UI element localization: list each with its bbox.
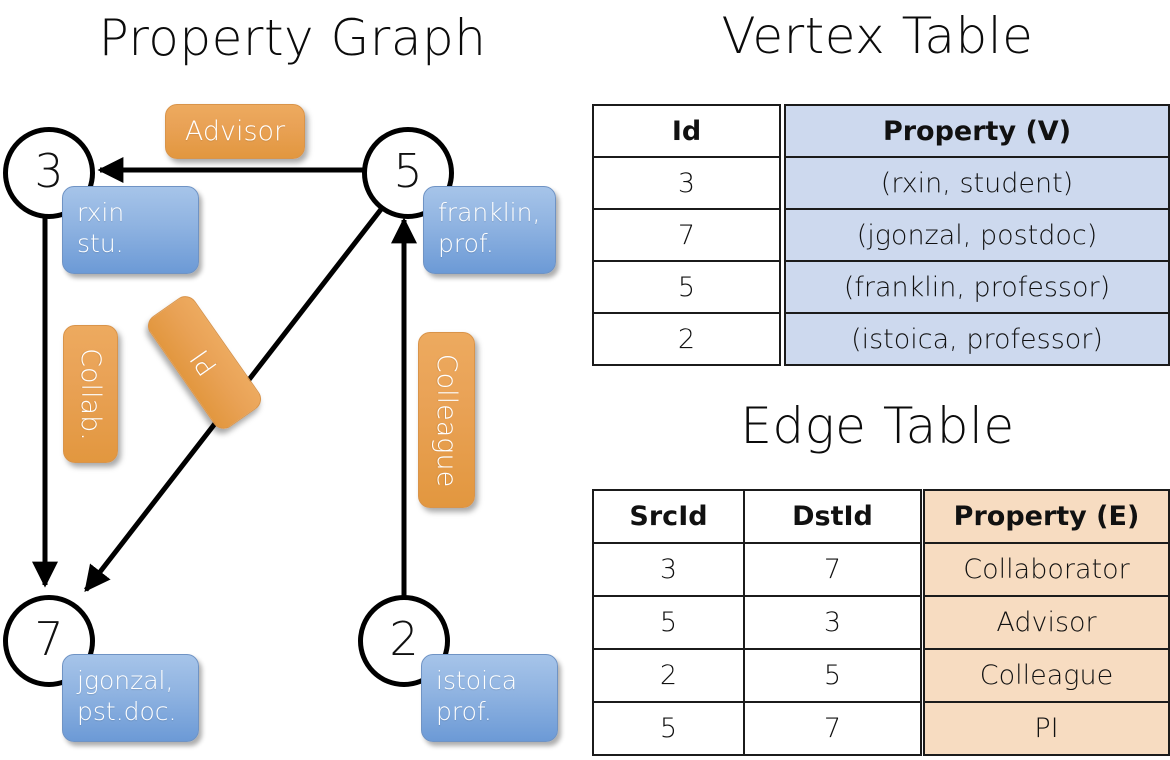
edge-label-colleague-text: Colleague [431, 353, 462, 487]
edge-row-3-dst: 7 [743, 701, 922, 756]
vertex-table-column-gap [780, 261, 785, 313]
graph-node-5-id: 5 [393, 144, 423, 198]
page-title-vertex-table: Vertex Table [721, 7, 1034, 65]
graph-node-2[interactable]: 2 [358, 595, 450, 687]
edge-row-1-dst: 3 [743, 595, 922, 650]
graph-node-2-id: 2 [389, 612, 419, 666]
edge-table-column-gap [921, 490, 924, 543]
table-row: 3 (rxin, student) [592, 156, 1170, 210]
edge-row-0-property: Collaborator [923, 542, 1170, 597]
edge-label-colleague: Colleague [418, 332, 475, 508]
graph-node-2-prop-line2: prof. [436, 697, 492, 726]
property-graph-panel: Property Graph Advisor Collab. PI Collea… [3, 9, 558, 742]
vertex-table-header-id: Id [592, 104, 781, 158]
graph-node-3-prop-line1: rxin [77, 198, 125, 227]
edge-table-column-gap [921, 649, 924, 702]
graph-node-7-property-box: jgonzal, pst.doc. [62, 654, 199, 742]
table-row: 5 (franklin, professor) [592, 260, 1170, 314]
vertex-row-0-id: 3 [592, 156, 781, 210]
graph-node-5-prop-line1: franklin, [438, 198, 541, 227]
graph-node-2-prop-line1: istoica [436, 666, 518, 695]
graph-node-7-id: 7 [34, 612, 64, 666]
edge-label-advisor-text: Advisor [184, 116, 286, 147]
edge-table-header-row: SrcId DstId Property (E) [592, 489, 1170, 544]
edge-table-header-srcid: SrcId [592, 489, 745, 544]
vertex-table-column-gap [780, 105, 785, 157]
edge-label-advisor: Advisor [165, 104, 305, 159]
edge-table-column-gap [921, 543, 924, 596]
vertex-table-header-property: Property (V) [784, 104, 1170, 158]
vertex-row-2-id: 5 [592, 260, 781, 314]
edge-row-2-src: 2 [592, 648, 745, 703]
edge-row-2-property: Colleague [923, 648, 1170, 703]
edge-row-0-dst: 7 [743, 542, 922, 597]
vertex-row-0-property: (rxin, student) [784, 156, 1170, 210]
vertex-table-column-gap [780, 209, 785, 261]
page-title-property-graph: Property Graph [98, 9, 487, 67]
table-row: 7 (jgonzal, postdoc) [592, 208, 1170, 262]
edge-label-collab: Collab. [63, 325, 118, 463]
edge-row-1-property: Advisor [923, 595, 1170, 650]
vertex-table: Id Property (V) 3 (rxin, student) 7 (jgo… [592, 104, 1170, 366]
graph-node-5-property-box: franklin, prof. [423, 186, 556, 274]
graph-node-2-property-box: istoica prof. [421, 654, 558, 742]
vertex-table-column-gap [780, 313, 785, 365]
table-row: 5 7 PI [592, 701, 1170, 756]
vertex-row-3-id: 2 [592, 312, 781, 366]
edge-table: SrcId DstId Property (E) 3 7 Collaborato… [592, 489, 1170, 756]
edge-label-pi-text: PI [184, 343, 225, 382]
edge-table-header-property: Property (E) [923, 489, 1170, 544]
edge-label-collab-text: Collab. [75, 347, 106, 441]
edge-table-header-dstid: DstId [743, 489, 922, 544]
graph-node-3-prop-line2: stu. [77, 229, 124, 258]
table-row: 2 (istoica, professor) [592, 312, 1170, 366]
vertex-row-1-property: (jgonzal, postdoc) [784, 208, 1170, 262]
vertex-table-header-row: Id Property (V) [592, 104, 1170, 158]
edge-table-column-gap [921, 596, 924, 649]
graph-node-7-prop-line1: jgonzal, [77, 666, 174, 695]
vertex-row-3-property: (istoica, professor) [784, 312, 1170, 366]
edge-table-column-gap [921, 702, 924, 755]
graph-node-5-prop-line2: prof. [438, 229, 494, 258]
graph-node-3-property-box: rxin stu. [62, 186, 199, 274]
edge-row-2-dst: 5 [743, 648, 922, 703]
vertex-row-1-id: 7 [592, 208, 781, 262]
edge-row-1-src: 5 [592, 595, 745, 650]
table-row: 5 3 Advisor [592, 595, 1170, 650]
graph-node-3-id: 3 [34, 144, 64, 198]
vertex-row-2-property: (franklin, professor) [784, 260, 1170, 314]
edge-row-0-src: 3 [592, 542, 745, 597]
table-row: 2 5 Colleague [592, 648, 1170, 703]
edge-row-3-src: 5 [592, 701, 745, 756]
graph-node-5[interactable]: 5 [362, 127, 454, 219]
page-title-edge-table: Edge Table [740, 397, 1015, 455]
graph-node-7-prop-line2: pst.doc. [77, 697, 177, 726]
edge-row-3-property: PI [923, 701, 1170, 756]
vertex-table-column-gap [780, 157, 785, 209]
table-row: 3 7 Collaborator [592, 542, 1170, 597]
